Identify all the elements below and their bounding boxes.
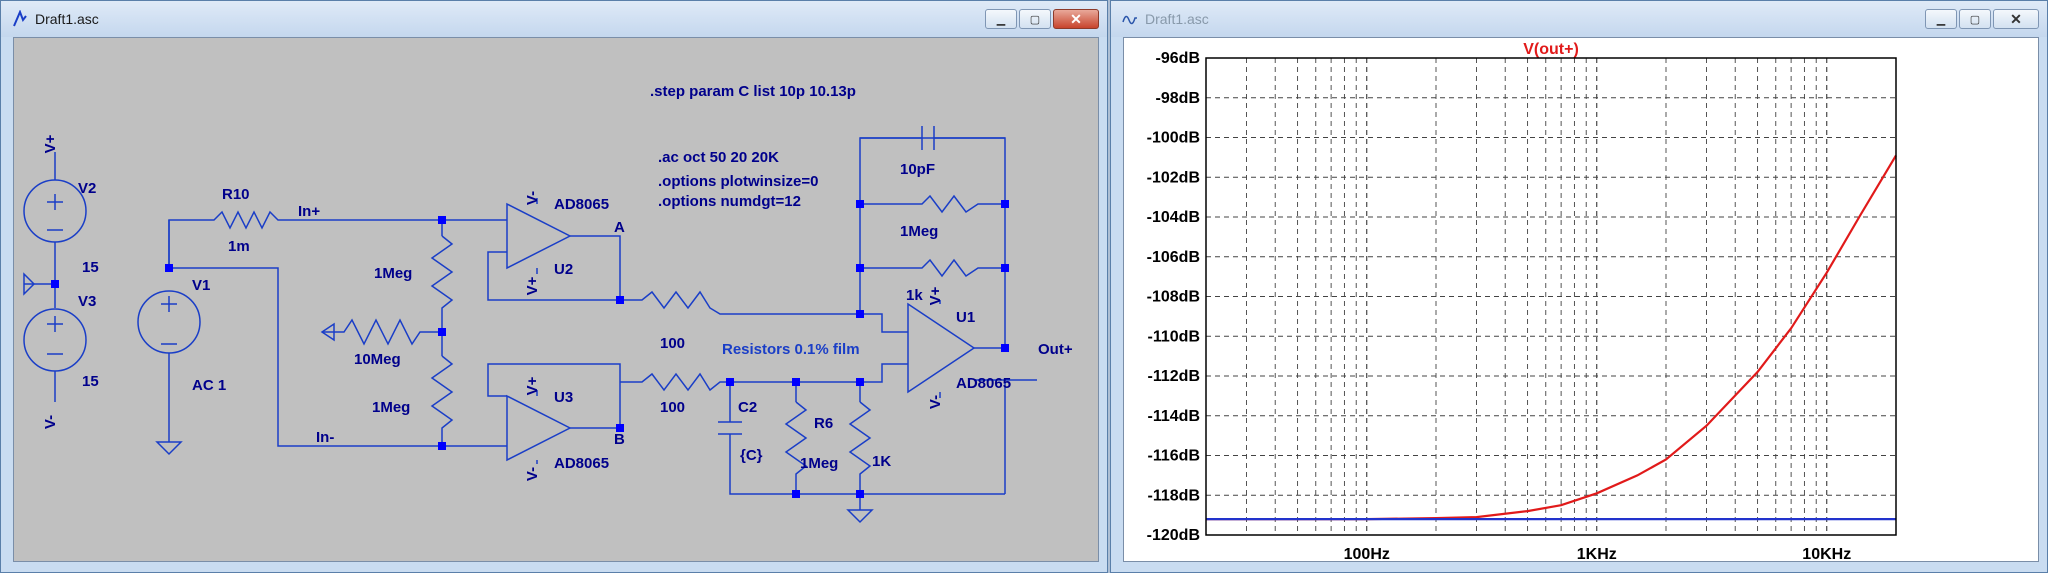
maximize-icon: ▢	[1029, 13, 1041, 26]
x-tick-label: 100Hz	[1344, 546, 1390, 562]
schematic-wires	[23, 126, 1037, 524]
label-v2-val: 15	[82, 259, 99, 276]
label-r-a: 100	[660, 335, 685, 352]
y-tick-label: -106dB	[1147, 249, 1200, 266]
label-u2-part: AD8065	[554, 196, 609, 213]
label-v2: V2	[78, 180, 96, 197]
junction-nodes	[51, 200, 1009, 498]
label-v2-plus: V+	[42, 134, 59, 153]
y-tick-label: -104dB	[1147, 209, 1200, 226]
label-u1-vm: V-	[927, 395, 944, 409]
label-v1-val: AC 1	[192, 377, 226, 394]
label-u3-vp: V+	[524, 376, 541, 395]
directive-opt2: .options numdgt=12	[658, 193, 801, 210]
label-v1: V1	[192, 277, 210, 294]
label-r-top: 1Meg	[374, 265, 412, 282]
y-axis-ticks: -96dB -98dB -100dB -102dB -104dB -106dB -108dB…	[1147, 50, 1200, 544]
label-in-plus: In+	[298, 203, 320, 220]
y-tick-label: -112dB	[1148, 368, 1200, 385]
ac-plot[interactable]: V(out+) -96dB -98dB -100dB -102dB -104dB -106…	[1124, 38, 2038, 562]
waveform-icon	[1122, 15, 1137, 25]
label-r6-val: 1Meg	[800, 455, 838, 472]
label-u1: U1	[956, 309, 975, 326]
plot-minimize-button[interactable]: ▁	[1925, 9, 1957, 29]
schematic-drawing[interactable]: V+ V2 15 V3 15 V- V1 AC 1 R10 1m In+ In-…	[14, 38, 1099, 562]
directive-opt1: .options plotwinsize=0	[658, 173, 818, 190]
label-u1-vp: V+	[927, 286, 944, 305]
x-tick-label: 1KHz	[1577, 546, 1617, 562]
y-tick-label: -116dB	[1148, 448, 1200, 465]
label-cap-fb: 10pF	[900, 161, 935, 178]
label-r-gnd: 10Meg	[354, 351, 401, 368]
y-tick-label: -102dB	[1147, 169, 1200, 186]
label-u3-vm: V-	[524, 467, 541, 481]
label-v3: V3	[78, 293, 96, 310]
label-c2: C2	[738, 399, 757, 416]
plot-close-button[interactable]: ✕	[1993, 9, 2039, 29]
plot-titlebar[interactable]: Draft1.asc ▁ ▢ ✕	[1111, 1, 2047, 37]
schematic-window-title: Draft1.asc	[35, 11, 99, 27]
y-tick-label: -120dB	[1147, 527, 1200, 544]
minimize-icon: ▁	[996, 13, 1006, 26]
ltspice-icon	[13, 10, 27, 27]
close-icon: ✕	[2010, 10, 2022, 27]
maximize-icon: ▢	[1969, 13, 1981, 26]
y-tick-label: -118dB	[1148, 487, 1200, 504]
x-tick-label: 10KHz	[1802, 546, 1851, 562]
y-tick-label: -108dB	[1147, 289, 1200, 306]
plot-grid	[1205, 57, 1897, 536]
label-r10-val: 1m	[228, 238, 250, 255]
plot-frame	[1205, 57, 1897, 536]
plot-window-title: Draft1.asc	[1145, 11, 1209, 27]
close-button[interactable]: ✕	[1053, 9, 1099, 29]
y-tick-label: -100dB	[1147, 130, 1200, 147]
label-v3-val: 15	[82, 373, 99, 390]
label-u2-vp: V+	[524, 276, 541, 295]
plot-window: Draft1.asc ▁ ▢ ✕ V(out+) -96dB -98dB -100d…	[1110, 0, 2048, 573]
plot-maximize-button[interactable]: ▢	[1959, 9, 1991, 29]
note-resistors: Resistors 0.1% film	[722, 341, 860, 358]
schematic-labels: V+ V2 15 V3 15 V- V1 AC 1 R10 1m In+ In-…	[42, 83, 1073, 481]
y-tick-label: -110dB	[1148, 328, 1200, 345]
minimize-button[interactable]: ▁	[985, 9, 1017, 29]
label-c2-val: {C}	[740, 447, 763, 464]
label-r6: R6	[814, 415, 833, 432]
label-node-b: B	[614, 431, 625, 448]
label-u2-vm: V-	[524, 191, 541, 205]
label-r-b: 100	[660, 399, 685, 416]
minimize-icon: ▁	[1936, 13, 1946, 26]
label-u2: U2	[554, 261, 573, 278]
y-tick-label: -114dB	[1148, 408, 1200, 425]
maximize-button[interactable]: ▢	[1019, 9, 1051, 29]
label-r10: R10	[222, 186, 250, 203]
label-u3-part: AD8065	[554, 455, 609, 472]
label-out: Out+	[1038, 341, 1073, 358]
series-trace-1	[1206, 154, 1897, 521]
schematic-window: Draft1.asc ▁ ▢ ✕	[0, 0, 1108, 573]
label-u1-part: AD8065	[956, 375, 1011, 392]
label-r-1k: 1K	[872, 453, 891, 470]
plot-traces	[1206, 154, 1897, 521]
plot-pane[interactable]: V(out+) -96dB -98dB -100dB -102dB -104dB -106…	[1123, 37, 2039, 562]
close-icon: ✕	[1070, 10, 1082, 27]
x-axis-ticks: 100Hz 1KHz 10KHz	[1344, 546, 1852, 562]
y-tick-label: -96dB	[1156, 50, 1200, 67]
label-in-minus: In-	[316, 429, 334, 446]
schematic-canvas[interactable]: V+ V2 15 V3 15 V- V1 AC 1 R10 1m In+ In-…	[13, 37, 1099, 562]
label-u3: U3	[554, 389, 573, 406]
chart-title[interactable]: V(out+)	[1523, 41, 1579, 58]
y-tick-label: -98dB	[1156, 90, 1200, 107]
directive-step: .step param C list 10p 10.13p	[650, 83, 856, 100]
label-r-bot: 1Meg	[372, 399, 410, 416]
label-r-fb2: 1k	[906, 287, 923, 304]
schematic-titlebar[interactable]: Draft1.asc ▁ ▢ ✕	[1, 1, 1107, 37]
directive-ac: .ac oct 50 20 20K	[658, 149, 779, 166]
label-node-a: A	[614, 219, 625, 236]
label-r-fb1: 1Meg	[900, 223, 938, 240]
label-v3-minus: V-	[42, 415, 59, 429]
